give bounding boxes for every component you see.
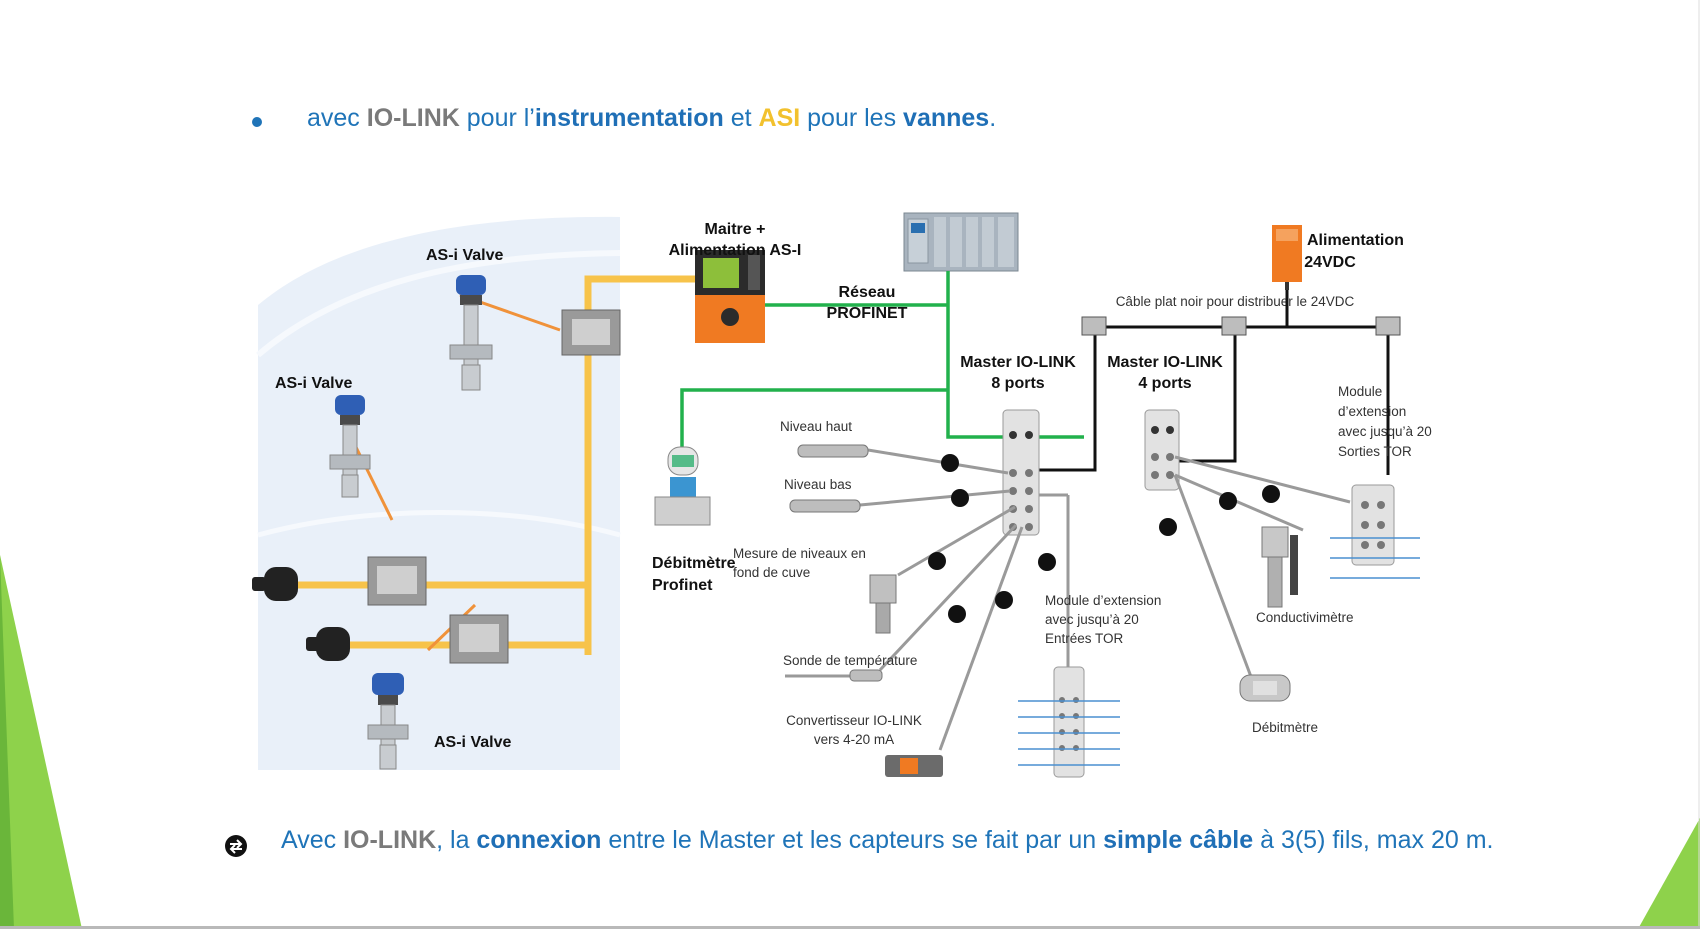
conductivity-meter bbox=[1261, 526, 1298, 608]
maitre-label-1: Maitre + bbox=[705, 221, 766, 238]
top-bullet-text: avec IO-LINK pour l’instrumentation et A… bbox=[307, 104, 996, 133]
cable-connectors bbox=[928, 454, 1280, 623]
conductivimetre-label: Conductivimètre bbox=[1256, 610, 1354, 625]
io-link-converter bbox=[885, 755, 943, 777]
asi-master-device bbox=[695, 250, 765, 343]
vannes-term: vannes bbox=[903, 104, 990, 132]
mesure-label-2: fond de cuve bbox=[733, 565, 810, 580]
reseau-label-1: Réseau bbox=[839, 284, 896, 301]
module-sorties-label-2: d’extension bbox=[1338, 404, 1406, 419]
text-run: avec bbox=[307, 104, 367, 132]
niveau-haut-label: Niveau haut bbox=[780, 419, 852, 434]
module-sorties-label-4: Sorties TOR bbox=[1338, 444, 1412, 459]
asi-module-3 bbox=[449, 614, 509, 664]
profinet-flowmeter bbox=[654, 446, 711, 526]
module-entrees-label-3: Entrées TOR bbox=[1045, 631, 1124, 646]
sensor-cables bbox=[859, 448, 1351, 751]
cable-plat-label: Câble plat noir pour distribuer le 24VDC bbox=[1116, 294, 1355, 309]
maitre-label-2: Alimentation AS-I bbox=[669, 242, 802, 259]
panel-arc bbox=[257, 510, 621, 538]
debitmetre-profinet-label-1: Débitmètre bbox=[652, 555, 736, 572]
instrumentation-term: instrumentation bbox=[534, 104, 724, 132]
text-run: pour l’ bbox=[459, 104, 535, 132]
alim-label-1: Alimentation bbox=[1307, 232, 1404, 249]
asi-valve-1 bbox=[449, 275, 493, 391]
panel-arc bbox=[256, 250, 621, 358]
module-entrees-label-1: Module d’extension bbox=[1045, 593, 1161, 608]
bottom-bullet-text: Avec IO-LINK, la connexion entre le Mast… bbox=[281, 826, 1494, 855]
asi-connector-2 bbox=[306, 627, 350, 661]
master8-label-2: 8 ports bbox=[991, 375, 1044, 392]
left-green-shade bbox=[0, 555, 14, 929]
bullet-dot-icon bbox=[252, 117, 262, 127]
niveau-bas-label: Niveau bas bbox=[784, 477, 852, 492]
debitmetre-label: Débitmètre bbox=[1252, 720, 1318, 735]
io-link-term: IO-LINK bbox=[343, 826, 437, 854]
sonde-label: Sonde de température bbox=[783, 653, 917, 668]
input-arrows bbox=[1018, 700, 1120, 766]
level-sensor-high bbox=[797, 444, 869, 458]
simple-cable-term: simple câble bbox=[1103, 826, 1254, 854]
master-io-link-8-ports bbox=[1002, 409, 1040, 536]
module-entrees-label-2: avec jusqu’à 20 bbox=[1045, 612, 1139, 627]
plc-device bbox=[903, 212, 1019, 272]
level-sensor-low bbox=[789, 499, 861, 513]
debitmetre-profinet-label-2: Profinet bbox=[652, 577, 713, 594]
master4-label-2: 4 ports bbox=[1138, 375, 1191, 392]
module-sorties-label-3: avec jusqu’à 20 bbox=[1338, 424, 1432, 439]
text-run: entre le Master et les capteurs se fait … bbox=[601, 826, 1104, 854]
asi-valve-2 bbox=[329, 395, 371, 498]
asi-module-2 bbox=[367, 556, 427, 606]
master-io-link-4-ports bbox=[1144, 409, 1180, 491]
convertisseur-label-2: vers 4-20 mA bbox=[814, 732, 894, 747]
bullet-arrows-icon bbox=[225, 835, 247, 857]
input-extension-module bbox=[1053, 666, 1085, 778]
convertisseur-label-1: Convertisseur IO-LINK bbox=[786, 713, 922, 728]
master8-label-1: Master IO-LINK bbox=[960, 354, 1076, 371]
text-run: . bbox=[989, 104, 997, 132]
module-sorties-label-1: Module bbox=[1338, 384, 1382, 399]
text-run: pour les bbox=[800, 104, 904, 132]
cable-taps bbox=[1081, 316, 1401, 336]
io-link-term: IO-LINK bbox=[366, 104, 460, 132]
text-run: à 3(5) fils, max 20 m. bbox=[1253, 826, 1494, 854]
connexion-term: connexion bbox=[476, 826, 602, 854]
asi-valve-3 bbox=[367, 673, 409, 770]
temperature-probe bbox=[785, 669, 883, 682]
text-run: Avec bbox=[281, 826, 344, 854]
asi-valve-label-1: AS-i Valve bbox=[426, 247, 503, 264]
asi-valve-label-3: AS-i Valve bbox=[434, 734, 511, 751]
power-supply-24vdc bbox=[1272, 225, 1302, 290]
flat-black-cable-24vdc bbox=[1020, 290, 1390, 475]
output-extension-module bbox=[1351, 484, 1395, 566]
master4-label-1: Master IO-LINK bbox=[1107, 354, 1223, 371]
right-green-triangle bbox=[1638, 818, 1700, 929]
alim-label-2: 24VDC bbox=[1304, 254, 1356, 271]
asi-panel-background bbox=[258, 216, 620, 770]
asi-term: ASI bbox=[758, 104, 801, 132]
asi-connector-1 bbox=[252, 567, 298, 601]
tank-level-sensor bbox=[869, 574, 897, 634]
asi-module-1 bbox=[561, 309, 621, 356]
flowmeter bbox=[1239, 674, 1291, 702]
output-arrows bbox=[1330, 537, 1420, 579]
text-run: , la bbox=[436, 826, 477, 854]
reseau-label-2: PROFINET bbox=[827, 305, 908, 322]
io-link-asi-diagram: AS-i Valve AS-i Valve bbox=[252, 212, 1432, 778]
left-green-triangle bbox=[0, 555, 82, 929]
text-run: et bbox=[723, 104, 759, 132]
mesure-label-1: Mesure de niveaux en bbox=[733, 546, 866, 561]
slide-bottom-line bbox=[0, 926, 1700, 929]
asi-valve-label-2: AS-i Valve bbox=[275, 375, 352, 392]
